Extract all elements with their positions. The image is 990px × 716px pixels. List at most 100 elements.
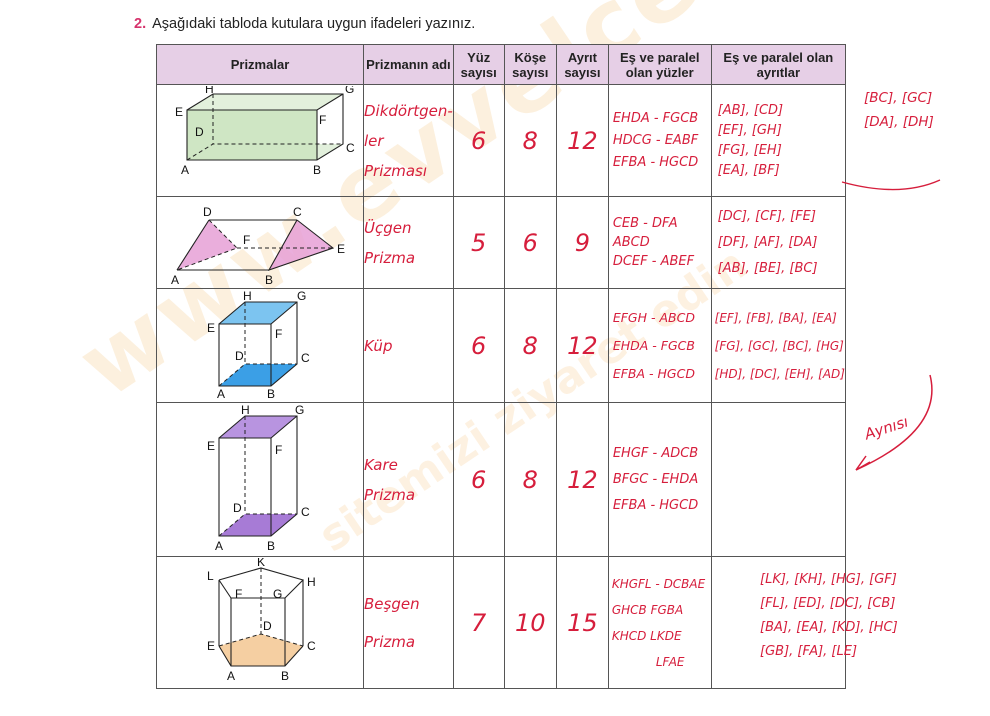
label-F: F [275,327,282,341]
prism-name-line: Küp [364,336,393,355]
rectangular-prism-figure: H G E F D C A B [175,86,355,177]
figure-cell: H G E F D C A B [156,402,364,557]
edge-group: [FL], [ED], [DC], [CB] [760,596,896,611]
label-B: B [267,387,275,401]
edge-group: [DF], [AF], [DA] [717,234,818,250]
label-H: H [241,404,250,417]
face-pair: EFBA - HGCD [612,497,699,513]
label-D: D [263,619,272,633]
parallel-faces-cell: KHGFL - DCBAE GHCB FGBA KHCD LKDE LFAE [607,556,712,689]
label-F: F [243,233,250,247]
label-D: D [203,205,212,219]
face-pair: DCEF - ABEF [612,254,695,269]
triangular-prism-figure: D C F E A B [171,205,345,287]
margin-edges-note: [BC], [GC] [DA], [DH] [864,86,934,134]
face-count-cell: 5 [452,196,505,289]
label-E: E [207,439,215,453]
header-ayrit-sayisi: Ayrıt sayısı [555,44,609,85]
label-G: G [297,290,306,303]
figure-cell: D C F E A B [156,196,364,289]
edge-group: [EF], [FB], [BA], [EA] [714,310,837,325]
edge-count-cell: 12 [555,288,609,403]
edge-count-cell: 12 [555,84,609,197]
face-pair: KHGFL - DCBAE [611,576,706,591]
vertex-count-cell: 6 [503,196,557,289]
cube-figure: H G E F D C A B [207,290,310,401]
label-C: C [307,639,316,653]
label-B: B [313,163,321,177]
face-pair: EHDA - FGCB [612,110,699,126]
edge-group: [HD], [DC], [EH], [AD] [714,366,845,381]
label-E: E [207,321,215,335]
edge-group: [AB], [CD] [717,102,784,118]
label-A: A [217,387,225,401]
edge-count-cell: 15 [555,556,609,689]
edge-group: [FG], [GC], [BC], [HG] [714,338,844,353]
table-row: H G E F D C A B Küp 6 8 12 [156,288,847,403]
parallel-faces-cell: CEB - DFA ABCD DCEF - ABEF [607,196,712,289]
parallel-faces-cell: EFGH - ABCD EHDA - FGCB EFBA - HGCD [607,288,712,403]
face-pair: CEB - DFA [612,216,678,231]
parallel-faces-cell: EHDA - FGCB HDCG - EABF EFBA - HGCD [607,84,712,197]
label-G: G [295,404,304,417]
prism-name-line: Üçgen [364,218,412,237]
pentagonal-prism-figure: K L H F G D E C A B [207,558,316,683]
header-prizmalar: Prizmalar [156,44,364,85]
face-count-cell: 6 [452,402,505,557]
header-kose-sayisi: Köşe sayısı [503,44,557,85]
label-C: C [301,351,310,365]
face-count-cell: 6 [452,84,505,197]
edge-group: [EA], [BF] [717,162,780,178]
face-pair: LFAE [655,654,685,669]
label-E: E [207,639,215,653]
prism-name-cell: Kare Prizma [363,402,454,557]
face-pair: GHCB FGBA [611,602,684,617]
face-pair: EHDA - FGCB [612,337,695,353]
label-K: K [257,558,265,569]
question-number: 2. [134,16,147,32]
label-D: D [195,125,204,139]
prism-name-line: Beşgen [364,594,420,613]
vertex-count-cell: 10 [503,556,557,689]
prism-name-line: ler [364,131,384,150]
square-prism-figure: H G E F D C A B [207,404,310,553]
label-E: E [337,242,345,256]
label-A: A [227,669,235,683]
face-pair: BFGC - EHDA [612,471,699,487]
table-row: H G E F D C A B Kare Prizma 6 8 12 [156,402,847,557]
table-header-row: Prizmalar Prizmanın adı Yüz sayısı Köşe … [156,44,847,85]
header-prizmanin-adi: Prizmanın adı [363,44,454,85]
face-pair: EFGH - ABCD [612,309,695,325]
vertex-count-cell: 8 [503,288,557,403]
edge-group: [BA], [EA], [KD], [HC] [760,620,898,635]
figure-cell: K L H F G D E C A B [156,556,364,689]
table-row: H G E F D C A B Dikdörtgen- ler Prizması [156,84,847,197]
edge-group: [DC], [CF], [FE] [717,208,816,224]
parallel-edges-cell: [EF], [FB], [BA], [EA] [FG], [GC], [BC],… [710,288,847,403]
face-pair: EFBA - HGCD [612,154,699,170]
label-L: L [207,569,214,583]
prism-name-line: Kare [364,455,398,474]
face-pair: HDCG - EABF [612,132,699,148]
pentagon-edges-note: [LK], [KH], [HG], [GF] [FL], [ED], [DC],… [760,568,898,664]
prism-name-line: Dikdörtgen- [364,101,453,120]
label-D: D [233,501,242,515]
label-A: A [181,163,189,177]
question-prompt: 2.Aşağıdaki tabloda kutulara uygun ifade… [134,16,475,32]
edge-group: [EF], [GH] [717,122,782,138]
margin-arrow [841,179,941,471]
table-row: K L H F G D E C A B Beşgen Prizma [156,556,847,689]
header-es-paralel-yuzler: Eş ve paralel olan yüzler [607,44,712,85]
label-E: E [175,105,183,119]
label-C: C [346,141,355,155]
prism-name-line: Prizma [364,485,416,504]
label-G: G [273,587,282,601]
prism-table: Prizmalar Prizmanın adı Yüz sayısı Köşe … [156,44,847,689]
prism-name-cell: Beşgen Prizma [363,556,454,689]
label-D: D [235,349,244,363]
prism-name-line: Prizma [364,632,416,651]
prism-name-line: Prizması [364,161,428,180]
label-H: H [243,290,252,303]
label-F: F [275,443,282,457]
